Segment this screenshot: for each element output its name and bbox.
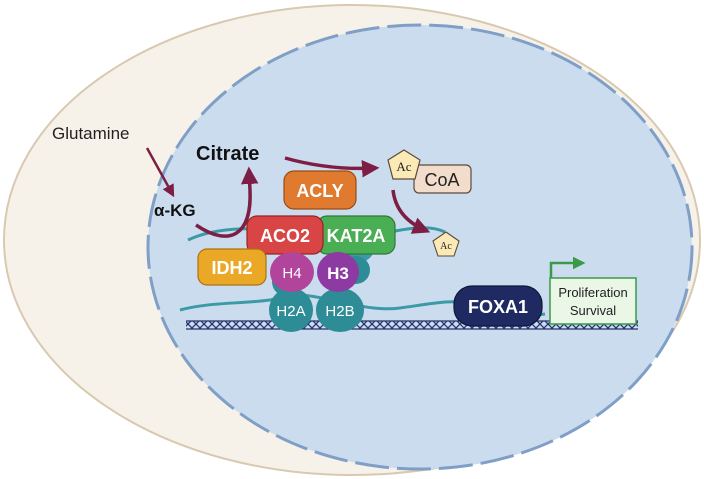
idh2-enzyme: IDH2 — [197, 248, 267, 286]
akg-to-citrate-arrow — [195, 166, 259, 238]
akg-label: α-KG — [154, 201, 196, 220]
acly-enzyme: ACLY — [283, 170, 357, 210]
aco2-label: ACO2 — [260, 226, 310, 246]
coa-label: CoA — [424, 170, 459, 190]
foxa1-label: FOXA1 — [468, 297, 528, 317]
acetylcoa-to-ac-arrow — [391, 189, 431, 234]
target-gene: Proliferation Survival — [549, 256, 637, 325]
kat2a-enzyme: KAT2A — [316, 215, 396, 255]
gene-box — [549, 277, 637, 325]
aco2-enzyme: ACO2 — [246, 215, 324, 255]
citrate-to-acetylcoa-arrow — [284, 156, 380, 178]
histone-h2a: H2A — [269, 288, 313, 332]
histone-h2b: H2B — [316, 288, 364, 332]
h3-label: H3 — [327, 264, 349, 283]
h4-label: H4 — [282, 265, 301, 282]
acetyl-pentagon-free — [432, 231, 460, 257]
acetyl-group: Ac — [432, 231, 460, 257]
histone-h4: H4 — [270, 252, 314, 292]
acetyl-label: Ac — [396, 159, 411, 174]
gene-line1: Proliferation — [558, 285, 627, 300]
gene-line2: Survival — [570, 303, 616, 318]
dna-helix — [186, 321, 638, 329]
acly-label: ACLY — [296, 181, 343, 201]
kat2a-label: KAT2A — [327, 226, 386, 246]
glutamine-to-akg-arrow — [145, 147, 175, 198]
acetyl-pentagon — [387, 149, 421, 180]
idh2-label: IDH2 — [211, 258, 252, 278]
foxa1-factor: FOXA1 — [453, 285, 543, 327]
citrate-label: Citrate — [196, 143, 259, 165]
h2a-label: H2A — [276, 303, 305, 320]
glutamine-label: Glutamine — [52, 124, 129, 143]
histone-h3: H3 — [317, 252, 359, 292]
acetyl-free-label: Ac — [440, 241, 452, 252]
acetyl-coa: CoA Ac — [387, 149, 472, 194]
h2b-label: H2B — [325, 303, 354, 320]
nucleus — [146, 23, 694, 471]
